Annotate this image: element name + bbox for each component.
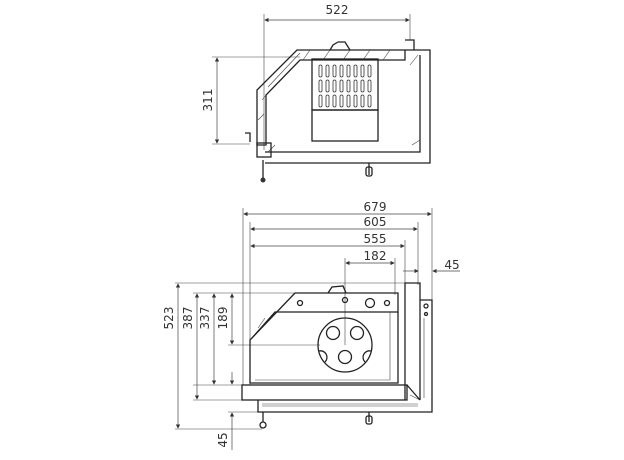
knob-icon — [259, 421, 267, 429]
dimension-label: 311 — [201, 89, 215, 112]
dimension-label: 522 — [326, 3, 349, 17]
knob-icon — [260, 177, 266, 183]
dimension-label: 555 — [364, 232, 387, 246]
dimension-label: 523 — [162, 307, 176, 330]
top-view: 522 311 — [201, 3, 431, 183]
dimension-label: 679 — [364, 200, 387, 214]
top-view-body — [245, 39, 431, 183]
dimension-label: 387 — [181, 307, 195, 330]
dimension-label: 45 — [444, 258, 459, 272]
front-view-body — [241, 282, 433, 429]
dimension-522: 522 — [263, 3, 411, 150]
front-view: 679 605 555 182 45 523 387 337 189 45 — [162, 200, 460, 450]
vertical-dimensions: 523 387 337 189 45 — [162, 282, 405, 450]
burner-plate — [317, 317, 373, 373]
dimension-label: 605 — [364, 215, 387, 229]
dimension-label: 337 — [198, 307, 212, 330]
dimension-label: 182 — [364, 249, 387, 263]
dimension-label: 189 — [216, 307, 230, 330]
dimension-311: 311 — [201, 56, 300, 145]
dimension-label: 45 — [216, 432, 230, 447]
